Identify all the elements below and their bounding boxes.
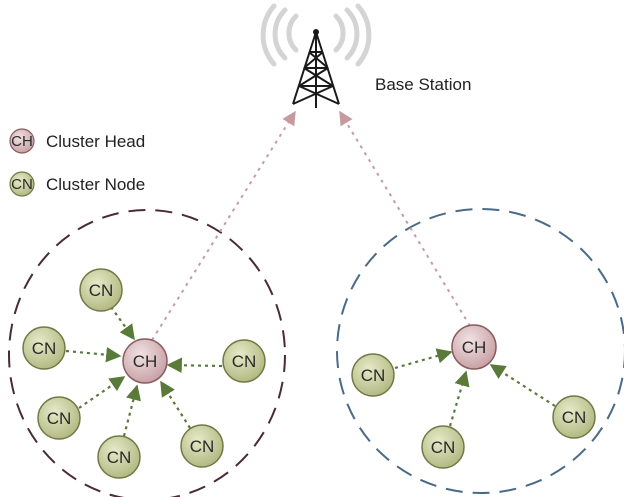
cluster-node-left-6: CN [180,424,224,468]
legend-label-cluster-head: Cluster Head [46,132,145,151]
cluster-node-left-2: CN [22,326,66,370]
legend-abbr-cluster-head: CH [11,133,33,150]
cluster-node-right-2-label: CN [431,438,456,457]
cluster-head-right: CH [451,324,497,370]
cluster-node-right-3: CN [552,395,596,439]
uplink-arrow-left [151,110,296,341]
cluster-boundary-right [336,208,624,494]
cluster-node-right-1-label: CN [361,366,386,385]
legend: CH Cluster Head CN Cluster Node [9,128,145,197]
legend-swatch-cluster-head [9,128,35,154]
member-arrow-left-3 [166,357,223,373]
member-arrow-left-4 [78,376,126,409]
member-arrow-right-2 [448,370,470,427]
member-arrow-left-6 [160,380,191,429]
member-arrow-right-1 [394,348,453,370]
cluster-boundary-left [8,209,286,497]
cluster-node-left-4: CN [37,396,81,440]
cluster-node-right-2: CN [421,425,465,469]
uplink-arrow-right [339,110,471,327]
cluster-node-left-2-label: CN [32,339,57,358]
cluster-node-left-4-label: CN [47,409,72,428]
cluster-node-left-3: CN [222,339,266,383]
legend-item-cluster-head: CH Cluster Head [9,128,145,154]
cluster-head-left: CH [122,338,168,384]
cluster-head-right-label: CH [462,338,487,357]
member-arrow-left-5 [122,384,141,437]
cluster-node-left-1: CN [79,268,123,312]
legend-label-cluster-node: Cluster Node [46,175,145,194]
cluster-node-right-3-label: CN [562,408,587,427]
cluster-node-left-5: CN [97,435,141,479]
cluster-node-right-1: CN [351,353,395,397]
cluster-node-left-6-label: CN [190,437,215,456]
member-arrow-left-2 [65,347,122,363]
member-arrow-right-3 [489,364,556,407]
radio-tower-icon [260,3,372,108]
legend-item-cluster-node: CN Cluster Node [9,171,145,197]
cluster-node-left-3-label: CN [232,352,257,371]
base-station-label: Base Station [375,75,471,94]
legend-abbr-cluster-node: CN [11,176,33,193]
member-arrow-left-1 [110,306,135,341]
cluster-node-left-1-label: CN [89,281,114,300]
cluster-node-left-5-label: CN [107,448,132,467]
cluster-head-left-label: CH [133,352,158,371]
legend-swatch-cluster-node [9,171,35,197]
